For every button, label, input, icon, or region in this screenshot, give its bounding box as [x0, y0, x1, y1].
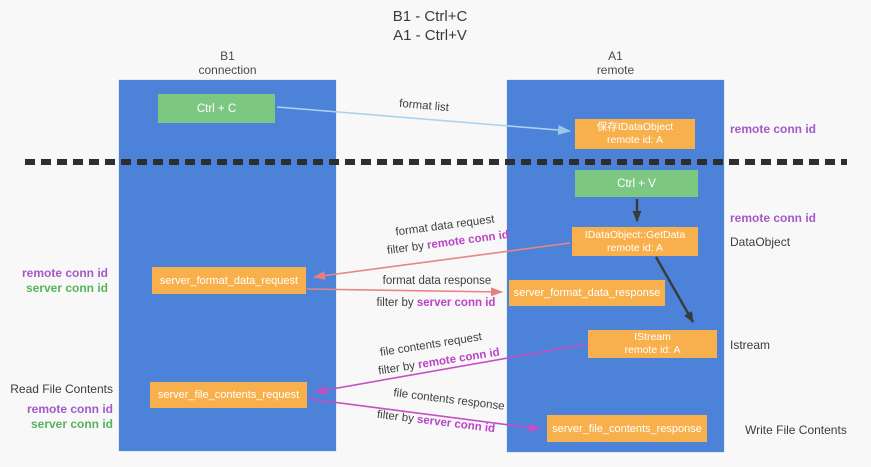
label-format-list: format list [398, 97, 450, 115]
label-remote-conn-id-left-2: remote conn id [26, 402, 113, 416]
label-dataobject: DataObject [730, 235, 791, 249]
node-server-format-data-response: server_format_data_response [509, 280, 665, 306]
label-istream: Istream [730, 338, 771, 352]
right-header-name: A1 [608, 49, 623, 63]
filter-server-2-prefix: filter by [376, 408, 418, 426]
node-istream: IStream remote id: A [588, 330, 717, 358]
label-write-file-contents: Write File Contents [745, 423, 847, 437]
node-ctrl-v: Ctrl + V [575, 170, 698, 197]
node-ctrl-c: Ctrl + C [158, 94, 275, 123]
save-idataobject-remote-id: remote id: A [606, 134, 664, 146]
getdata-name: IDataObject::GetData [584, 228, 686, 241]
filter-remote-1-prefix: filter by [386, 239, 428, 257]
right-header-role: remote [596, 63, 635, 77]
node-idataobject-getdata: IDataObject::GetData remote id: A [572, 227, 698, 256]
label-filter-server-2: filter by server conn id [366, 408, 506, 437]
left-header-name: B1 [220, 49, 235, 63]
left-conn-id-group-2: Read File Contents remote conn id server… [0, 382, 113, 432]
filter-remote-2-prefix: filter by [377, 359, 420, 378]
label-remote-conn-id-left-1: remote conn id [21, 266, 108, 280]
arrow-format-data-response [306, 287, 503, 297]
label-server-conn-id-left-1: server conn id [25, 281, 108, 295]
filter-server-2-highlight: server conn id [416, 413, 496, 436]
title-line-a1: A1 - Ctrl+V [393, 27, 467, 44]
dashed-divider [25, 159, 847, 165]
title-line-b1: B1 - Ctrl+C [392, 8, 468, 25]
node-save-idataobject: 保存IDataObject remote id: A [575, 119, 695, 149]
left-conn-id-group-1: remote conn id server conn id [0, 266, 108, 296]
left-header-role: connection [198, 63, 257, 77]
filter-server-1-prefix: filter by [376, 297, 417, 309]
right-column-header: A1 remote [507, 49, 724, 77]
node-server-file-contents-request: server_file_contents_request [150, 382, 307, 408]
node-server-format-data-request: server_format_data_request [152, 267, 306, 294]
label-read-file-contents: Read File Contents [10, 382, 113, 396]
label-remote-conn-id-top-right: remote conn id [730, 122, 817, 136]
label-server-conn-id-left-2: server conn id [30, 417, 113, 431]
left-column-header: B1 connection [119, 49, 336, 77]
istream-name: IStream [634, 331, 671, 343]
label-remote-conn-id-mid-right: remote conn id [730, 211, 817, 225]
filter-server-1-highlight: server conn id [416, 297, 496, 309]
save-idataobject-name: 保存IDataObject [596, 121, 674, 133]
istream-remote-id: remote id: A [624, 344, 681, 356]
label-filter-server-1: filter by server conn id [366, 297, 506, 309]
label-file-contents-response: file contents response [392, 387, 506, 413]
node-server-file-contents-response: server_file_contents_response [547, 415, 707, 442]
label-format-data-response: format data response [382, 275, 492, 287]
getdata-remote-id: remote id: A [606, 241, 664, 254]
diagram-title: B1 - Ctrl+C A1 - Ctrl+V [0, 7, 860, 45]
